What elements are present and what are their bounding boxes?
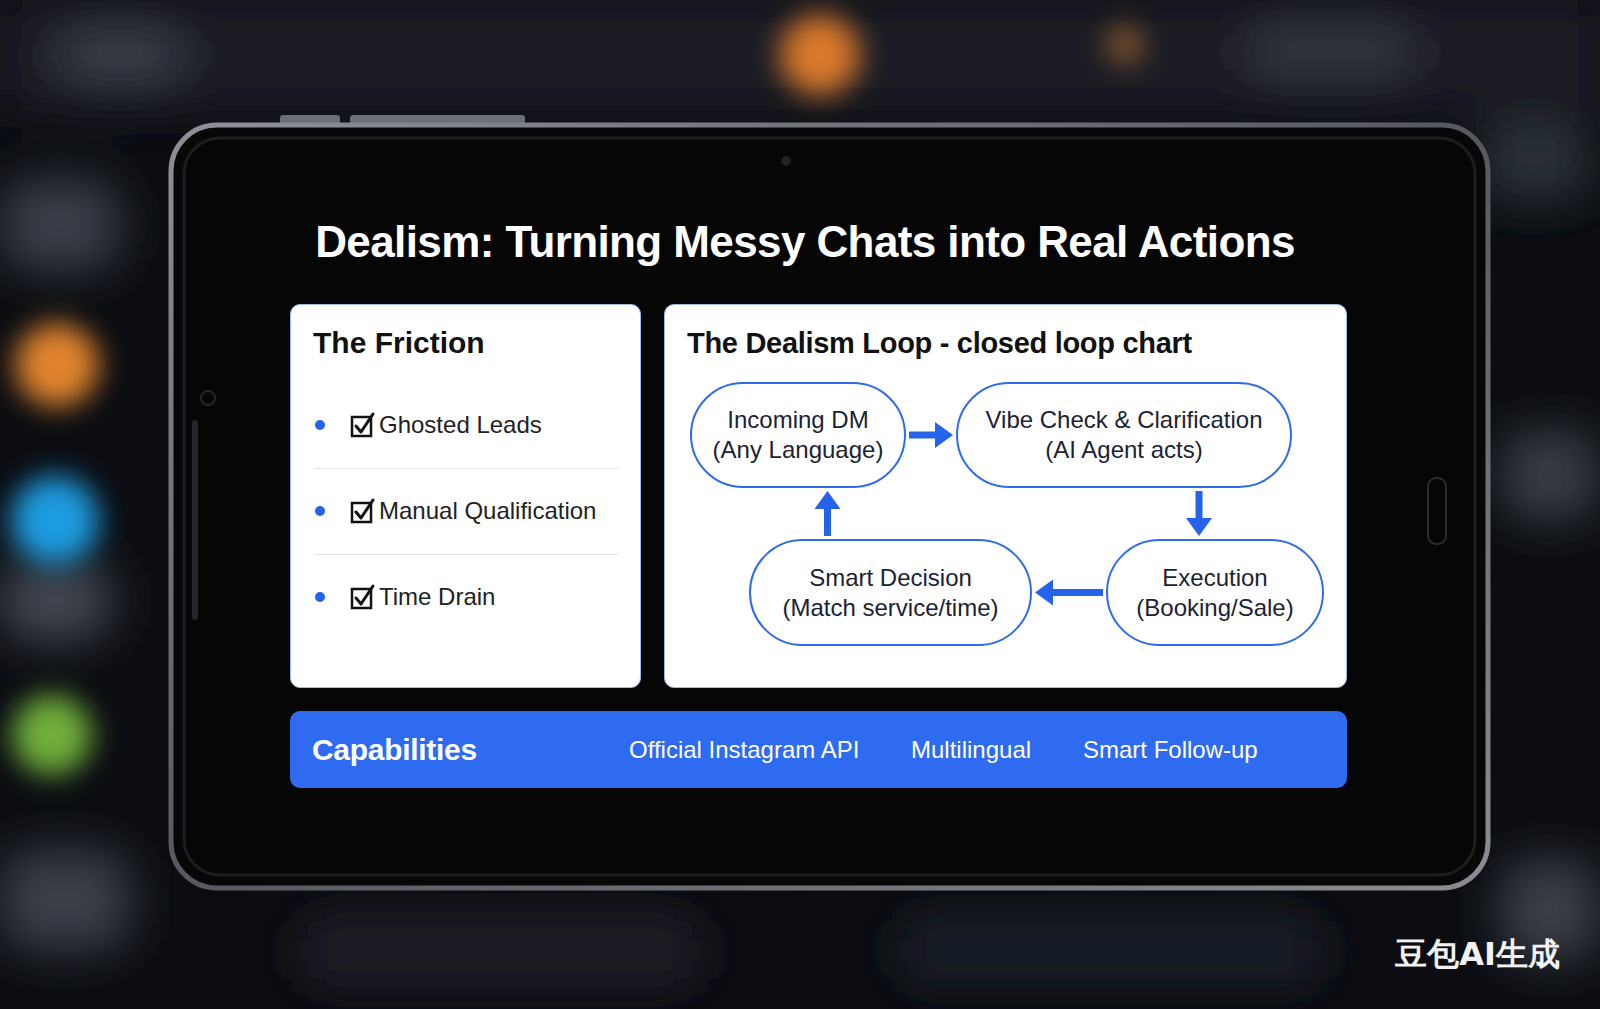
bullet-dot-shape	[315, 420, 325, 430]
list-item: Manual Qualification	[379, 496, 596, 526]
list-divider	[314, 468, 618, 469]
flow-arrow	[815, 491, 841, 536]
bullet-dot-shape	[315, 506, 325, 516]
process-pill: Vibe Check & Clarification(AI Agent acts…	[956, 382, 1292, 488]
flow-arrow	[1035, 580, 1103, 606]
arrow-head	[815, 491, 841, 509]
process-label: (Any Language)	[713, 435, 884, 465]
checkbox-tick	[356, 414, 373, 432]
problem-panel: The FrictionGhosted LeadsManual Qualific…	[290, 304, 641, 688]
flow-arrow	[1186, 491, 1212, 536]
band-heading: Capabilities	[312, 732, 477, 768]
process-pill: Incoming DM(Any Language)	[690, 382, 906, 488]
process-label: Incoming DM	[727, 405, 868, 435]
process-pill: Smart Decision(Match service/time)	[749, 539, 1032, 646]
list-item: Ghosted Leads	[379, 410, 542, 440]
capability-item: Multilingual	[911, 735, 1031, 765]
process-label: Smart Decision	[809, 563, 972, 593]
capability-item: Official Instagram API	[629, 735, 859, 765]
list-item: Time Drain	[379, 582, 495, 612]
list-divider	[314, 554, 618, 555]
city-bokeh	[0, 0, 1600, 980]
arrow-shaft	[824, 508, 831, 536]
bullet-dot	[315, 420, 325, 430]
panel-heading: The Friction	[313, 325, 485, 361]
arrow-head	[935, 422, 953, 448]
capability-item: Smart Follow-up	[1083, 735, 1258, 765]
bullet-dot	[315, 592, 325, 602]
arrow-shaft	[1052, 589, 1103, 596]
flow-arrow	[909, 422, 953, 448]
checkbox-icon	[349, 497, 377, 525]
process-pill: Execution(Booking/Sale)	[1106, 539, 1324, 646]
process-label: (Match service/time)	[782, 593, 998, 623]
checkbox-icon	[349, 583, 377, 611]
checkbox-tick	[356, 500, 373, 518]
panel-heading: The Dealism Loop - closed loop chart	[687, 325, 1192, 361]
process-label: (AI Agent acts)	[1045, 435, 1202, 465]
checkbox-icon	[349, 411, 377, 439]
tablet-device	[171, 115, 1488, 888]
arrow-shaft	[1196, 491, 1203, 519]
arrow-head	[1035, 580, 1053, 606]
arrow-head	[1186, 518, 1212, 536]
diagram-title: Dealism: Turning Messy Chats into Real A…	[171, 215, 1439, 269]
process-label: (Booking/Sale)	[1136, 593, 1293, 623]
loop-panel: The Dealism Loop - closed loop chartInco…	[664, 304, 1347, 688]
process-label: Execution	[1162, 563, 1267, 593]
watermark: 豆包AI生成	[1395, 934, 1560, 974]
bullet-dot	[315, 506, 325, 516]
capability-band: Capabilities Official Instagram API Multil…	[290, 711, 1347, 788]
bullet-dot-shape	[315, 592, 325, 602]
process-label: Vibe Check & Clarification	[985, 405, 1262, 435]
arrow-shaft	[909, 432, 936, 439]
checkbox-tick	[356, 586, 373, 604]
